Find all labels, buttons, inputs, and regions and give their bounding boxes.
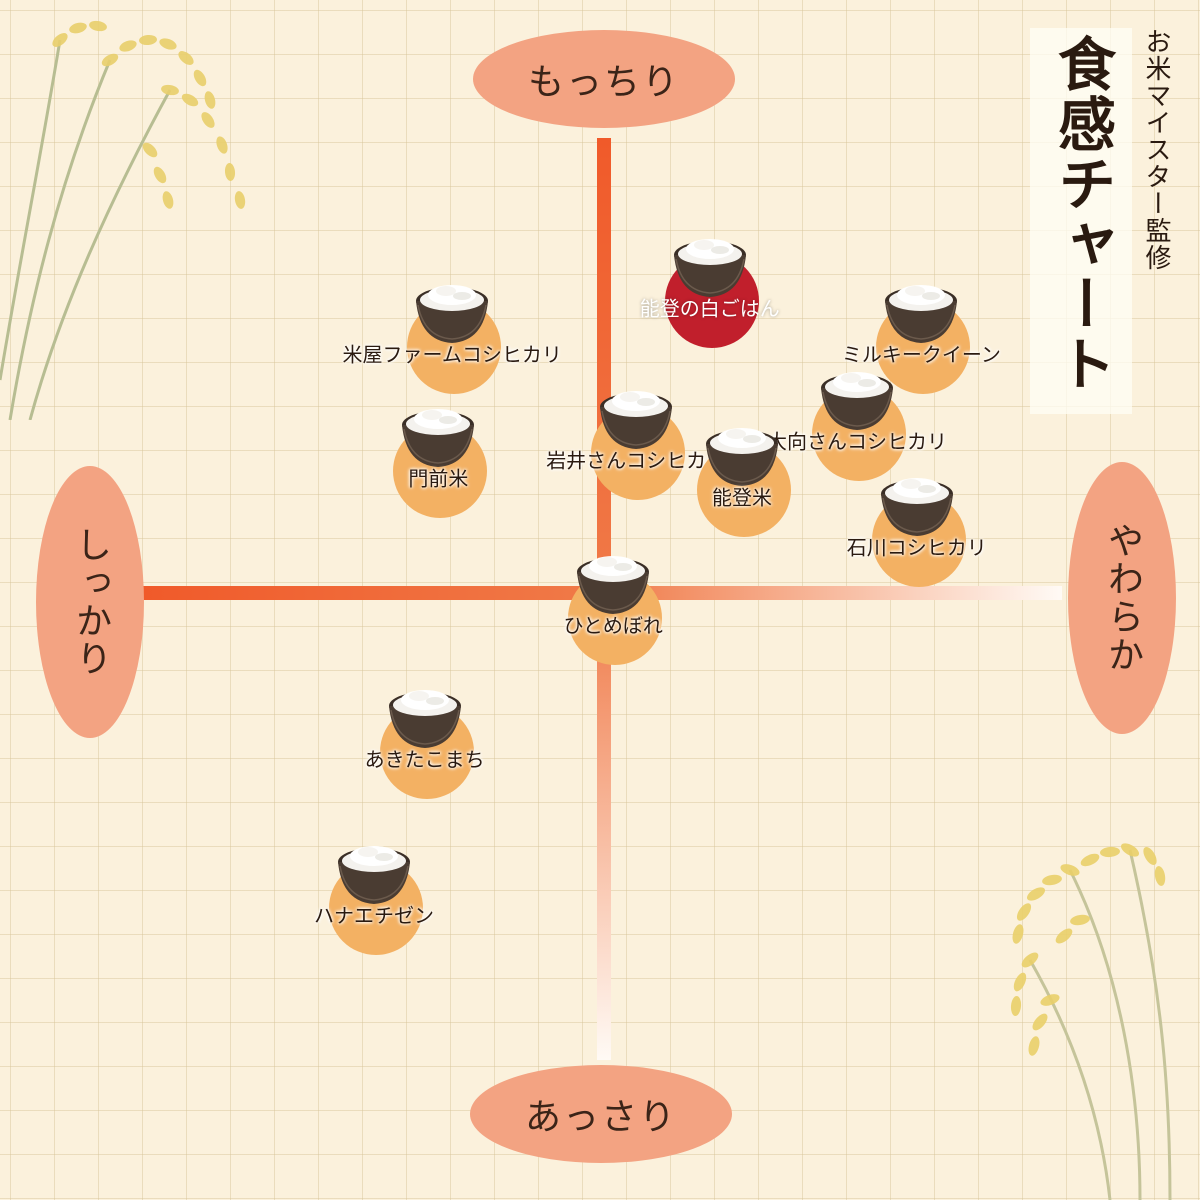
data-point-label: ハナエチゼン xyxy=(314,903,434,928)
data-point-label: 岩井さんコシヒカリ xyxy=(546,448,727,473)
rice-bowl-icon xyxy=(385,674,465,754)
title-panel xyxy=(1030,28,1132,414)
rice-bowl-icon xyxy=(877,462,957,542)
rice-bowl-icon xyxy=(702,412,782,492)
data-point-label: ミルキークイーン xyxy=(841,342,1001,367)
rice-bowl-icon xyxy=(334,830,414,910)
rice-bowl-icon xyxy=(398,393,478,473)
axis-label-left: しっかり xyxy=(36,466,144,738)
rice-bowl-icon xyxy=(596,375,676,455)
chart-title: 食感チャート xyxy=(1048,34,1116,394)
data-point-label: 門前米 xyxy=(408,466,469,491)
data-point-label: 能登米 xyxy=(712,485,772,510)
chart-subtitle: お米マイスター監修 xyxy=(1141,28,1171,271)
rice-bowl-icon xyxy=(412,269,492,349)
axis-label-bottom: あっさり xyxy=(470,1065,732,1163)
rice-bowl-icon xyxy=(670,223,750,303)
axis-label-right: やわらか xyxy=(1068,462,1176,734)
rice-bowl-icon xyxy=(881,269,961,349)
data-point-label: 能登の白ごはん xyxy=(639,296,780,321)
data-point-label: ひとめぼれ xyxy=(563,613,663,638)
data-point-label: あきたこまち xyxy=(364,747,485,772)
data-point-label: 米屋ファームコシヒカリ xyxy=(342,342,562,367)
rice-bowl-icon xyxy=(573,540,653,620)
rice-bowl-icon xyxy=(817,356,897,436)
data-point-label: 大向さんコシヒカリ xyxy=(767,429,947,454)
axis-label-top: もっちり xyxy=(473,30,735,128)
data-point-label: 石川コシヒカリ xyxy=(846,535,987,560)
